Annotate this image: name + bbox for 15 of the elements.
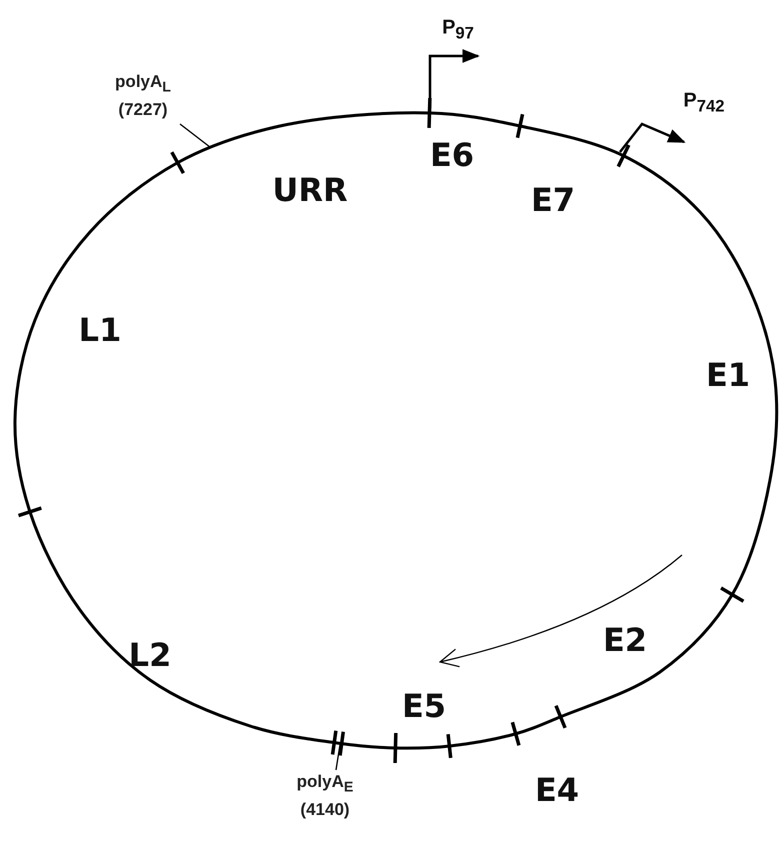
gene-label: E2 [602,621,648,659]
gene-label: L1 [78,311,122,349]
promoter-label: P$_{97}$ [442,16,474,44]
leader-line [335,743,341,770]
site-label: polyA$_{L}$ (7227) [114,71,172,121]
gene-label: E5 [402,687,446,725]
gene-label: E7 [530,181,576,219]
gene-label: E6 [430,136,474,174]
leader-line [180,123,210,148]
site-label: polyA$_{E}$ (4140) [296,771,354,821]
gene-label: L2 [128,636,172,674]
promoter-label: P$_{742}$ [683,90,725,116]
region-label: URR [272,171,348,209]
gene-label: E1 [706,356,750,394]
gene-label: E4 [534,771,580,809]
